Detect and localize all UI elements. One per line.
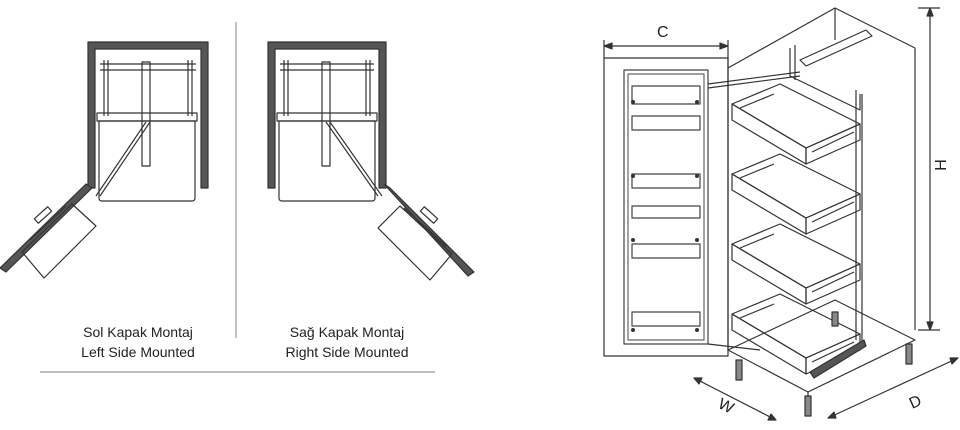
left-center-post: [142, 62, 150, 166]
right-mounted-top-view: [268, 42, 474, 280]
right-center-post: [322, 62, 330, 166]
bottom-slide-rail: [810, 340, 866, 378]
left-swing-bracket: [30, 206, 66, 240]
left-open-door: [0, 184, 92, 272]
right-caption: Sağ Kapak Montaj Right Side Mounted: [247, 322, 447, 362]
door-shelf-4: [632, 206, 700, 218]
top-slide-rail: [800, 30, 872, 66]
top-bracket: [790, 48, 860, 110]
top-linkage-arm-2: [708, 76, 800, 88]
top-linkage-arm: [708, 72, 800, 84]
left-connecting-arm-2: [100, 122, 150, 196]
left-caption-tr: Sol Kapak Montaj: [83, 324, 193, 340]
cabinet-side-panel: [604, 58, 728, 356]
cabinet-top-edge: [728, 8, 915, 68]
right-swing-basket: [378, 206, 452, 280]
dim-w-line: [694, 378, 776, 420]
door-inner-frame: [628, 74, 704, 340]
right-swing-bracket: [404, 208, 446, 246]
left-mounted-top-view: [0, 42, 208, 278]
right-handle: [420, 207, 437, 224]
right-basket-rim: [277, 113, 377, 121]
dimension-lines: [604, 8, 958, 420]
left-swing-basket: [22, 204, 96, 278]
right-caption-tr: Sağ Kapak Montaj: [289, 324, 405, 340]
basket-1: [732, 84, 860, 164]
left-connecting-arm: [96, 122, 146, 196]
dim-label-c: C: [657, 24, 669, 41]
left-basket: [99, 121, 195, 201]
dim-label-h: H: [932, 159, 950, 171]
cabinet-base: [728, 300, 915, 392]
isometric-tall-unit: [604, 8, 958, 420]
left-caption-en: Left Side Mounted: [81, 344, 195, 360]
door-rivets: [631, 100, 699, 332]
dim-d-line: [828, 358, 958, 418]
left-basket-rim: [97, 113, 197, 121]
door-shelf-6: [632, 312, 700, 326]
basket-2: [732, 154, 860, 234]
left-caption: Sol Kapak Montaj Left Side Mounted: [38, 322, 238, 362]
door-shelf-2: [632, 116, 700, 130]
door-shelves: [632, 86, 700, 326]
cabinet-legs: [736, 312, 912, 416]
door-shelf-1: [632, 86, 700, 104]
right-basket: [279, 121, 375, 201]
right-caption-en: Right Side Mounted: [285, 344, 409, 360]
door-shelf-3: [632, 174, 700, 188]
right-connecting-arm: [326, 122, 378, 196]
door-shelf-5: [632, 244, 700, 258]
basket-3: [732, 224, 860, 304]
pull-out-baskets: [732, 84, 860, 374]
left-handle: [34, 207, 51, 224]
right-connecting-arm-2: [330, 122, 382, 196]
door-frame: [624, 70, 708, 344]
right-cabinet-walls: [268, 42, 386, 188]
